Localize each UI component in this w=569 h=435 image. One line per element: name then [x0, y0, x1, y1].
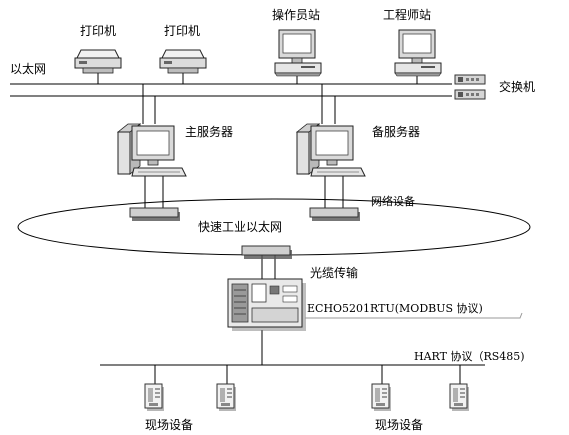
- printer-label: 打印机: [80, 24, 117, 38]
- printer-icon: [74, 49, 122, 74]
- field-device-icon: [216, 383, 237, 412]
- ethernet-label: 以太网: [10, 62, 47, 76]
- main-server-label: 主服务器: [185, 125, 234, 139]
- field-device-label: 现场设备: [375, 418, 424, 432]
- computer-icon: [394, 29, 442, 77]
- network-equipment-label: 网络设备: [371, 195, 415, 208]
- field-device-icon: [371, 383, 392, 412]
- network-switch-icon: [454, 89, 486, 100]
- computer-icon: [274, 29, 322, 77]
- backup-server-label: 备服务器: [372, 125, 421, 139]
- switch-label: 交换机: [499, 80, 536, 94]
- fiber-transmission-label: 光缆传输: [310, 266, 359, 280]
- field-device-icon: [449, 383, 470, 412]
- hart-protocol-label: HART 协议（RS485): [414, 350, 525, 363]
- computer-tower-icon: [117, 123, 187, 177]
- network-module-icon: [129, 207, 181, 222]
- rtu-cabinet-icon: [227, 278, 306, 331]
- computer-tower-icon: [296, 123, 366, 177]
- printer-label: 打印机: [164, 24, 201, 38]
- rtu-label: ECHO5201RTU(MODBUS 协议): [307, 302, 483, 315]
- fast-industrial-ethernet-label: 快速工业以太网: [198, 220, 283, 234]
- field-device-label: 现场设备: [145, 418, 194, 432]
- engineer-station-label: 工程师站: [383, 8, 432, 22]
- operator-station-label: 操作员站: [272, 8, 321, 22]
- network-module-icon: [309, 207, 361, 222]
- field-device-icon: [144, 383, 165, 412]
- network-module-icon: [241, 245, 293, 260]
- printer-icon: [159, 49, 207, 74]
- network-switch-icon: [454, 74, 486, 85]
